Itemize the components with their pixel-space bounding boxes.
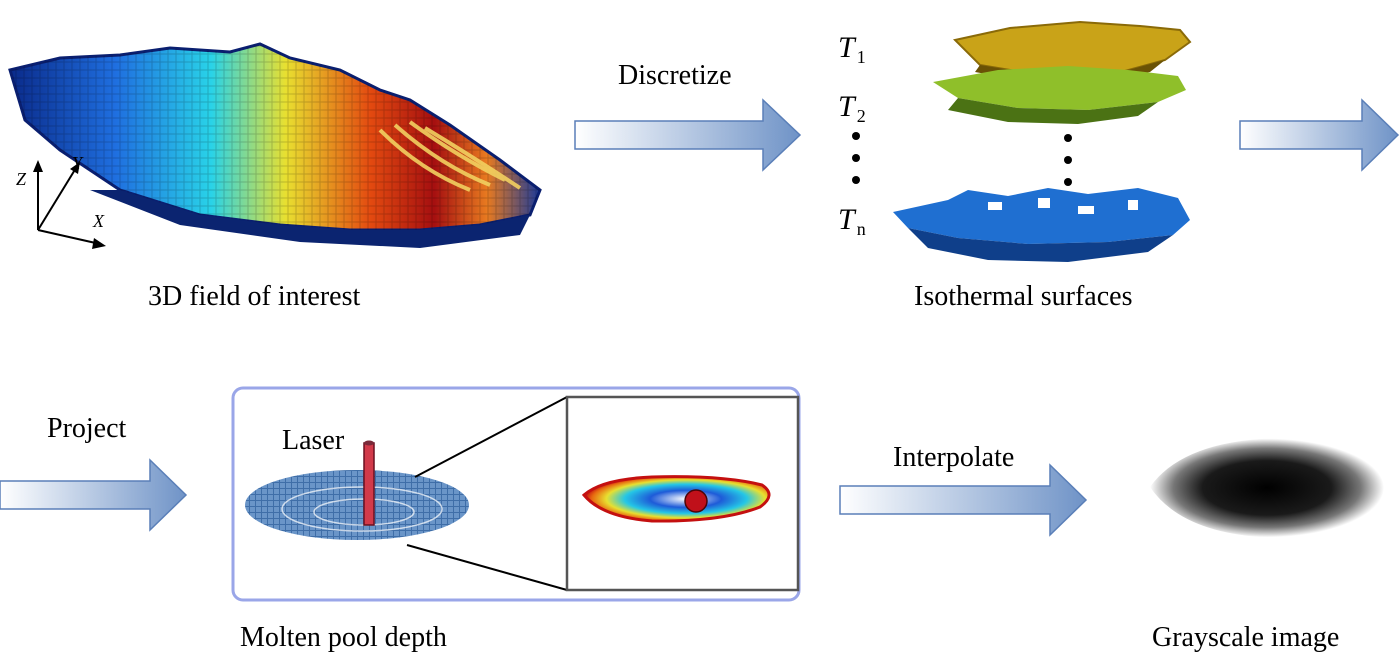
arrow-project xyxy=(0,458,188,532)
isosurface-tn xyxy=(893,188,1190,262)
arrow-interpolate xyxy=(839,463,1088,537)
pool-contour xyxy=(581,475,771,523)
laser-rod xyxy=(363,442,375,526)
caption-grayscale: Grayscale image xyxy=(1152,622,1340,653)
axis-label-z: Z xyxy=(16,169,27,189)
label-laser: Laser xyxy=(282,425,345,456)
caption-molten-pool: Molten pool depth xyxy=(240,622,447,653)
ellipsis-dots-right xyxy=(1064,134,1072,186)
caption-isothermal: Isothermal surfaces xyxy=(914,281,1133,312)
label-interpolate: Interpolate xyxy=(893,442,1015,473)
y-axis-line xyxy=(37,167,77,231)
label-project: Project xyxy=(47,413,127,444)
laser-spot xyxy=(684,489,708,513)
arrow-discretize xyxy=(574,98,802,172)
field-3d-image xyxy=(8,42,542,248)
axes-triad xyxy=(33,160,106,249)
ellipsis-dots-left xyxy=(852,132,860,184)
molten-pool-panel xyxy=(231,386,801,602)
arrow-continue-right xyxy=(1239,98,1400,172)
grayscale-image xyxy=(1150,438,1384,538)
isosurface-t2 xyxy=(933,66,1186,124)
voxel-pool xyxy=(245,470,469,540)
axis-label-y: Y xyxy=(72,153,83,173)
label-discretize: Discretize xyxy=(618,60,732,91)
caption-3d-field: 3D field of interest xyxy=(148,281,361,312)
axis-label-x: X xyxy=(93,211,104,231)
x-axis-line xyxy=(37,229,101,245)
